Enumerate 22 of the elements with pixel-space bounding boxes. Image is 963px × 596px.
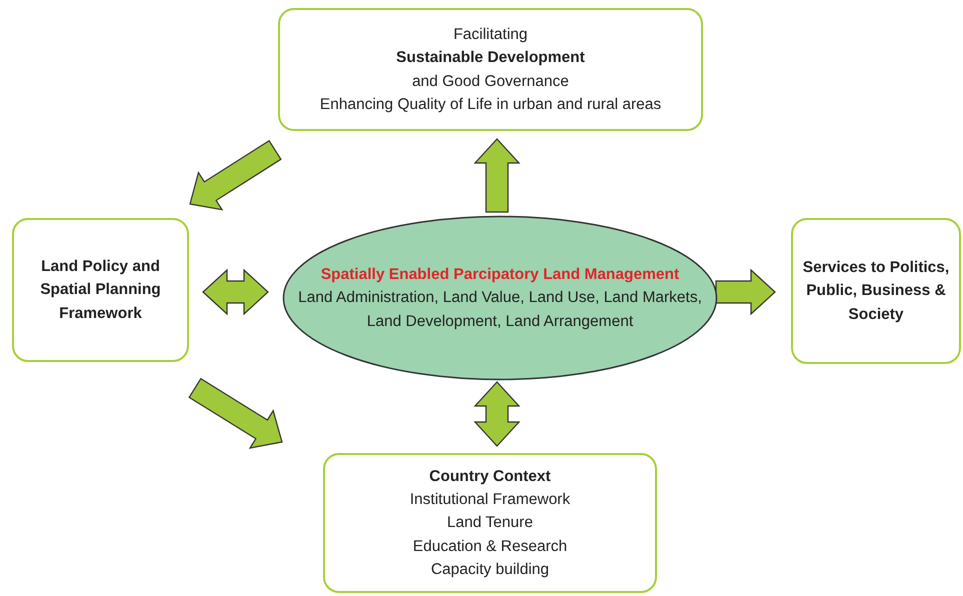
goal-box [278,8,703,131]
block-arrow [715,268,776,316]
management-ellipse [282,215,718,381]
node-text: Education & Research [412,536,568,557]
block-arrow [202,268,269,316]
node-heading: Facilitating Sustainable Development and Good Governance [396,25,585,92]
node-text: Land Administration, Land Value, Land Use, Land Markets, Land Development, Land Arrangement [297,288,703,332]
context-box [323,453,657,593]
node-heading: Country Context [429,466,551,487]
node-text: Services to Politics, Public, Business & Society [802,258,950,325]
services-box [791,218,961,364]
block-arrow [474,381,520,447]
node-text: Enhancing Quality of Life in urban and rural areas [320,94,662,115]
block-arrow [188,378,283,449]
node-text: Land Policy and Spatial Planning Framework [39,257,162,324]
node-heading: Spatially Enabled Parcipatory Land Management [320,265,680,286]
node-text: Institutional Framework [410,490,570,510]
node-text: Capacity building [430,560,550,580]
block-arrow [474,138,520,213]
node-text: Land Tenure [447,513,533,534]
block-arrow [189,140,282,211]
policy-box [12,218,189,362]
